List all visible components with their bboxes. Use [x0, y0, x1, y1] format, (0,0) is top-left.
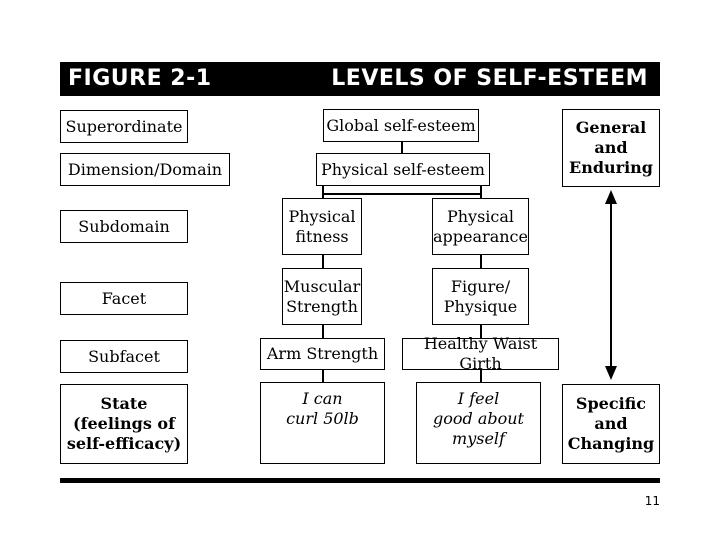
- connector-physical-right-drop: [480, 186, 482, 193]
- connector-appearance-figure: [480, 255, 482, 268]
- double-arrow-icon: [605, 190, 617, 380]
- level-subdomain: Subdomain: [60, 210, 188, 243]
- node-arm-strength: Arm Strength: [260, 338, 385, 370]
- connector-fitness-muscular: [322, 255, 324, 268]
- node-figure-physique: Figure/ Physique: [432, 268, 529, 325]
- level-state: State (feelings of self-efficacy): [60, 384, 188, 464]
- scale-general-enduring: General and Enduring: [562, 109, 660, 187]
- figure-title: LEVELS OF SELF-ESTEEM: [331, 66, 648, 91]
- connector-to-appearance: [480, 193, 482, 198]
- node-physical-fitness: Physical fitness: [282, 198, 362, 255]
- connector-figure-waist: [480, 325, 482, 338]
- node-global-self-esteem: Global self-esteem: [323, 109, 479, 142]
- connector-arm-state: [322, 370, 324, 382]
- level-subfacet: Subfacet: [60, 340, 188, 373]
- node-muscular-strength: Muscular Strength: [282, 268, 362, 325]
- page-number: 11: [644, 494, 660, 508]
- scale-specific-changing: Specific and Changing: [562, 384, 660, 464]
- level-facet: Facet: [60, 282, 188, 315]
- figure-label: FIGURE 2-1: [68, 66, 212, 91]
- connector-muscular-arm: [322, 325, 324, 338]
- node-physical-self-esteem: Physical self-esteem: [316, 153, 490, 186]
- node-state-can-curl: I can curl 50lb: [260, 382, 385, 464]
- connector-physical-branch: [322, 193, 481, 195]
- level-dimension-domain: Dimension/Domain: [60, 153, 230, 186]
- connector-to-fitness: [322, 193, 324, 198]
- figure-header-bar: FIGURE 2-1 LEVELS OF SELF-ESTEEM: [60, 62, 660, 96]
- level-superordinate: Superordinate: [60, 110, 188, 143]
- bottom-rule: [60, 478, 660, 483]
- node-physical-appearance: Physical appearance: [432, 198, 529, 255]
- node-healthy-waist-girth: Healthy Waist Girth: [402, 334, 559, 373]
- connector-waist-state: [480, 370, 482, 382]
- connector-global-physical: [401, 142, 403, 153]
- node-state-feel-good: I feel good about myself: [416, 382, 541, 464]
- connector-physical-left-drop: [322, 186, 324, 193]
